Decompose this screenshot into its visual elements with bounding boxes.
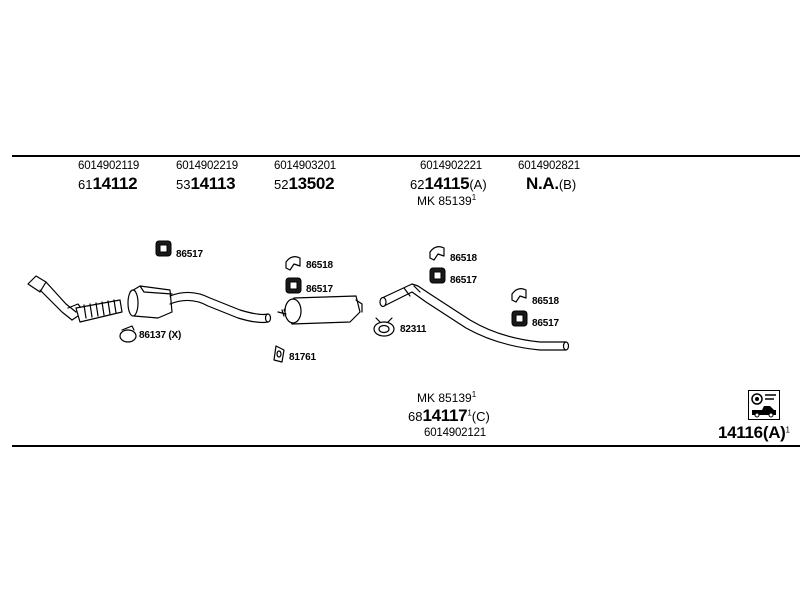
- rubber-block-86517-c: [429, 267, 446, 284]
- car-parts-legend-icon: [748, 390, 780, 420]
- callout-86517-d: 86517: [532, 318, 559, 329]
- top-divider: [12, 155, 800, 157]
- front-pipe: [27, 275, 85, 321]
- hanger-86518-b: [429, 246, 445, 261]
- part-main-bottom: 14117: [422, 406, 468, 425]
- part-prefix-4: 62: [410, 177, 425, 192]
- part-code-bottom: 6014902121: [424, 427, 486, 439]
- callout-86137: 86137 (X): [139, 330, 182, 341]
- callout-86517-c: 86517: [450, 275, 477, 286]
- hanger-86518-c: [511, 288, 527, 303]
- part-number-1: 6114112: [78, 174, 138, 194]
- callout-86518-b: 86518: [450, 253, 477, 264]
- part-prefix-2: 53: [176, 177, 191, 192]
- gasket-86137: [119, 325, 137, 343]
- part-sup-bottom: 1: [467, 408, 472, 418]
- part-code-2: 6014902219: [176, 160, 238, 172]
- rubber-block-86517-b: [285, 277, 302, 294]
- part-prefix-1: 61: [78, 177, 93, 192]
- rear-silencer: [277, 295, 363, 325]
- part-code-5: 6014902821: [518, 160, 580, 172]
- part-number-3: 5213502: [274, 174, 335, 194]
- clamp-82311: [373, 317, 395, 337]
- part-code-1: 6014902119: [78, 160, 140, 172]
- callout-86518-a: 86518: [306, 260, 333, 271]
- front-silencer: [127, 285, 173, 319]
- tail-pipe: [379, 283, 570, 351]
- mk-kit-bottom: MK 851391: [417, 390, 476, 405]
- hanger-86518-a: [285, 256, 301, 271]
- mount-81761: [273, 345, 285, 363]
- mk-kit-top: MK 851391: [417, 193, 476, 208]
- mk-kit-bottom-sup: 1: [471, 390, 477, 399]
- part-main-3: 13502: [288, 174, 335, 193]
- part-main-1: 14112: [92, 174, 138, 193]
- part-main-4: 14115: [424, 174, 470, 193]
- part-main-2: 14113: [190, 174, 236, 193]
- part-code-3: 6014903201: [274, 160, 336, 172]
- mk-kit-top-sup: 1: [471, 193, 477, 202]
- part-number-5: N.A.(B): [526, 174, 576, 194]
- bottom-divider: [12, 445, 800, 447]
- part-number-bottom: 68141171(C): [408, 406, 490, 426]
- callout-82311: 82311: [400, 324, 427, 335]
- mk-kit-bottom-label: MK 85139: [417, 391, 472, 405]
- rubber-block-86517-a: [155, 240, 172, 257]
- part-prefix-3: 52: [274, 177, 289, 192]
- flex-section: [75, 299, 123, 323]
- callout-86517-b: 86517: [306, 284, 333, 295]
- part-prefix-bottom: 68: [408, 409, 423, 424]
- total-set-sup: 1: [785, 425, 790, 435]
- part-suffix-4: (A): [469, 177, 487, 192]
- part-suffix-bottom: (C): [471, 409, 490, 424]
- part-number-4: 6214115(A): [410, 174, 487, 194]
- total-set-number: 14116(A)1: [718, 423, 790, 443]
- callout-86517-a: 86517: [176, 249, 203, 260]
- middle-pipe: [169, 291, 272, 324]
- total-set-main: 14116(A): [718, 423, 786, 442]
- part-code-4: 6014902221: [420, 160, 482, 172]
- rubber-block-86517-d: [511, 310, 528, 327]
- callout-86518-c: 86518: [532, 296, 559, 307]
- callout-81761: 81761: [289, 352, 316, 363]
- mk-kit-top-label: MK 85139: [417, 194, 472, 208]
- part-suffix-5: (B): [558, 177, 577, 192]
- part-main-5: N.A.: [526, 174, 559, 193]
- part-number-2: 5314113: [176, 174, 236, 194]
